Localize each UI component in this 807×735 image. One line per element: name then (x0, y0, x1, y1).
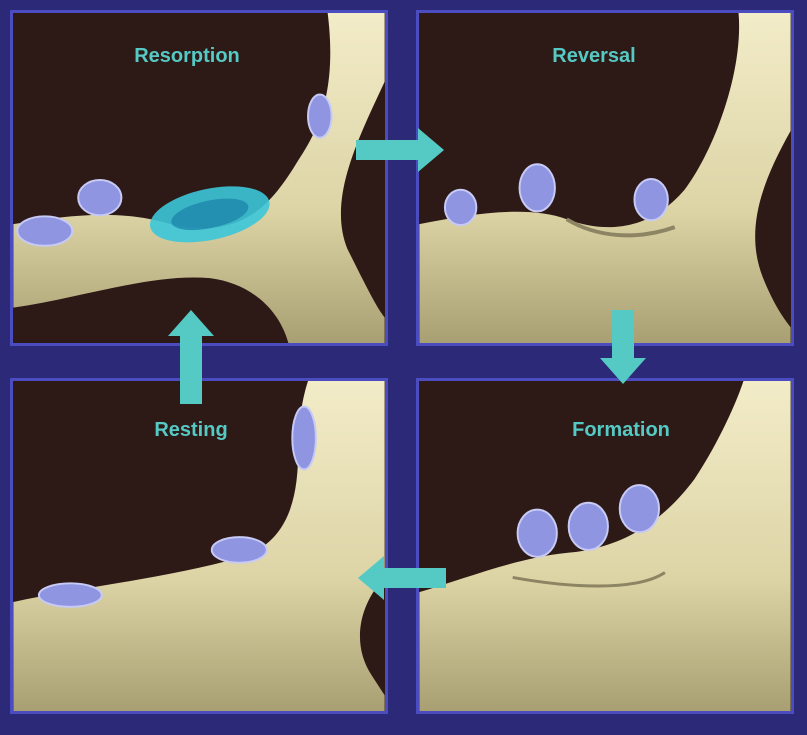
formation-panel: Formation (416, 378, 794, 714)
resorption-label: Resorption (134, 45, 240, 68)
resting-panel: Resting (10, 378, 388, 714)
lining-cell (292, 407, 316, 470)
reversal-cell (634, 179, 667, 220)
osteoblast (569, 503, 608, 550)
reversal-cell (445, 190, 476, 225)
reversal-panel: Reversal (416, 10, 794, 346)
reversal-cell (520, 164, 555, 211)
osteoblast (620, 485, 659, 532)
lining-cell (308, 95, 332, 138)
lining-cell (17, 216, 72, 245)
lining-cell (212, 537, 267, 563)
resting-label: Resting (154, 419, 227, 442)
osteoblast (518, 510, 557, 557)
reversal-label: Reversal (552, 45, 635, 68)
lining-cell (78, 180, 121, 215)
lining-cell (39, 583, 102, 607)
formation-label: Formation (572, 419, 670, 442)
resorption-panel: Resorption (10, 10, 388, 346)
